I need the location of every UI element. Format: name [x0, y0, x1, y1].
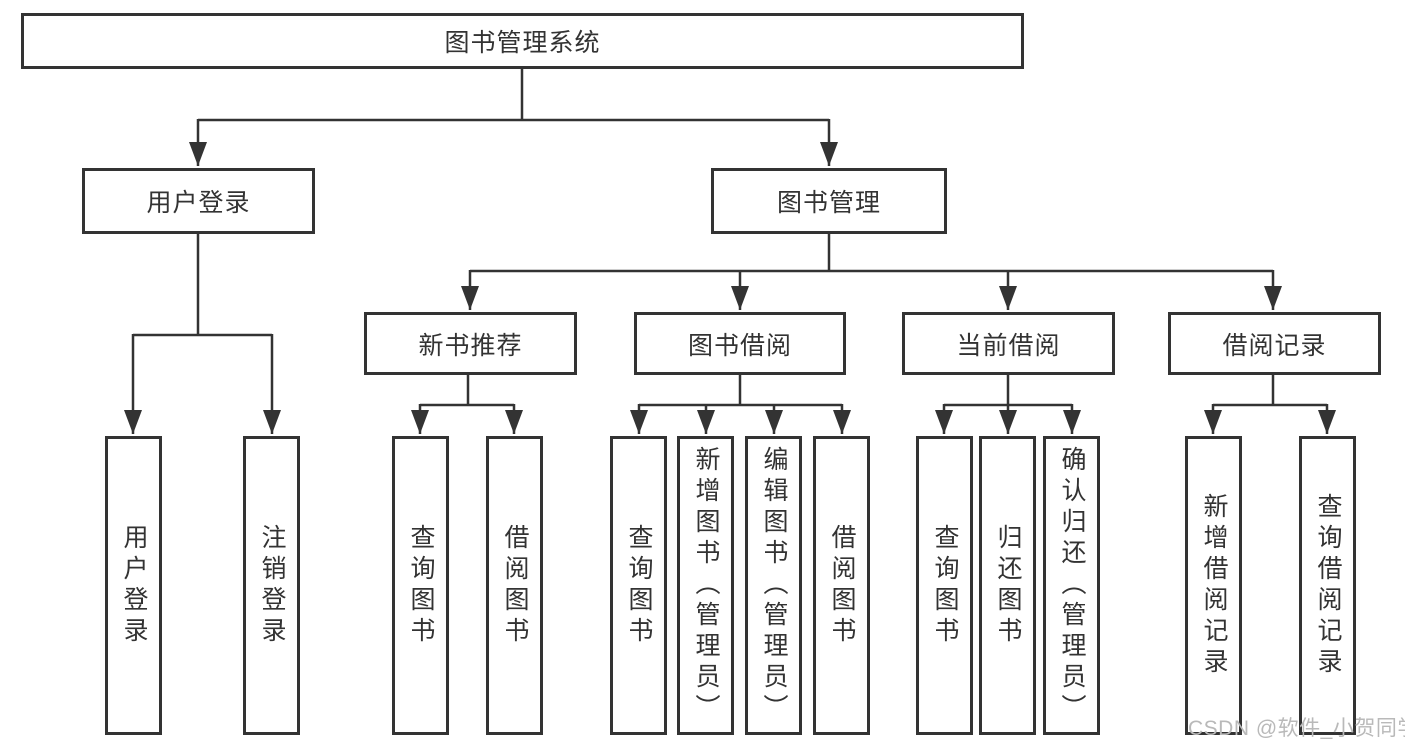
node-borrow-records: 借阅记录 [1168, 312, 1381, 375]
connector-book-mgmt-children [461, 234, 1282, 310]
leaf-records-query-record: 查询借阅记录 [1299, 436, 1356, 735]
leaf-logout: 注销登录 [243, 436, 300, 735]
connector-current-children [935, 375, 1081, 434]
leaf-user-login: 用户登录 [105, 436, 162, 735]
leaf-newrec-query-books: 查询图书 [392, 436, 449, 735]
leaf-current-confirm-return-admin: 确认归还（管理员） [1043, 436, 1100, 735]
connector-root-to-level2 [189, 69, 838, 166]
leaf-records-add-record: 新增借阅记录 [1185, 436, 1242, 735]
node-new-book-recommend: 新书推荐 [364, 312, 577, 375]
leaf-borrow-edit-books-admin: 编辑图书（管理员） [745, 436, 802, 735]
connector-new-rec-children [411, 375, 523, 434]
node-current-borrow: 当前借阅 [902, 312, 1115, 375]
leaf-current-return-books: 归还图书 [979, 436, 1036, 735]
leaf-borrow-borrow-books: 借阅图书 [813, 436, 870, 735]
node-user-login: 用户登录 [82, 168, 315, 234]
connector-borrow-children [630, 375, 851, 434]
connector-user-login-children [124, 234, 281, 434]
node-book-borrow: 图书借阅 [634, 312, 846, 375]
node-book-management: 图书管理 [711, 168, 947, 234]
connector-records-children [1204, 375, 1336, 434]
leaf-newrec-borrow-books: 借阅图书 [486, 436, 543, 735]
node-library-management-system: 图书管理系统 [21, 13, 1024, 69]
csdn-watermark: CSDN @软件_小贺同学 [1188, 717, 1405, 740]
leaf-borrow-add-books-admin: 新增图书（管理员） [677, 436, 734, 735]
leaf-borrow-query-books: 查询图书 [610, 436, 667, 735]
leaf-current-query-books: 查询图书 [916, 436, 973, 735]
